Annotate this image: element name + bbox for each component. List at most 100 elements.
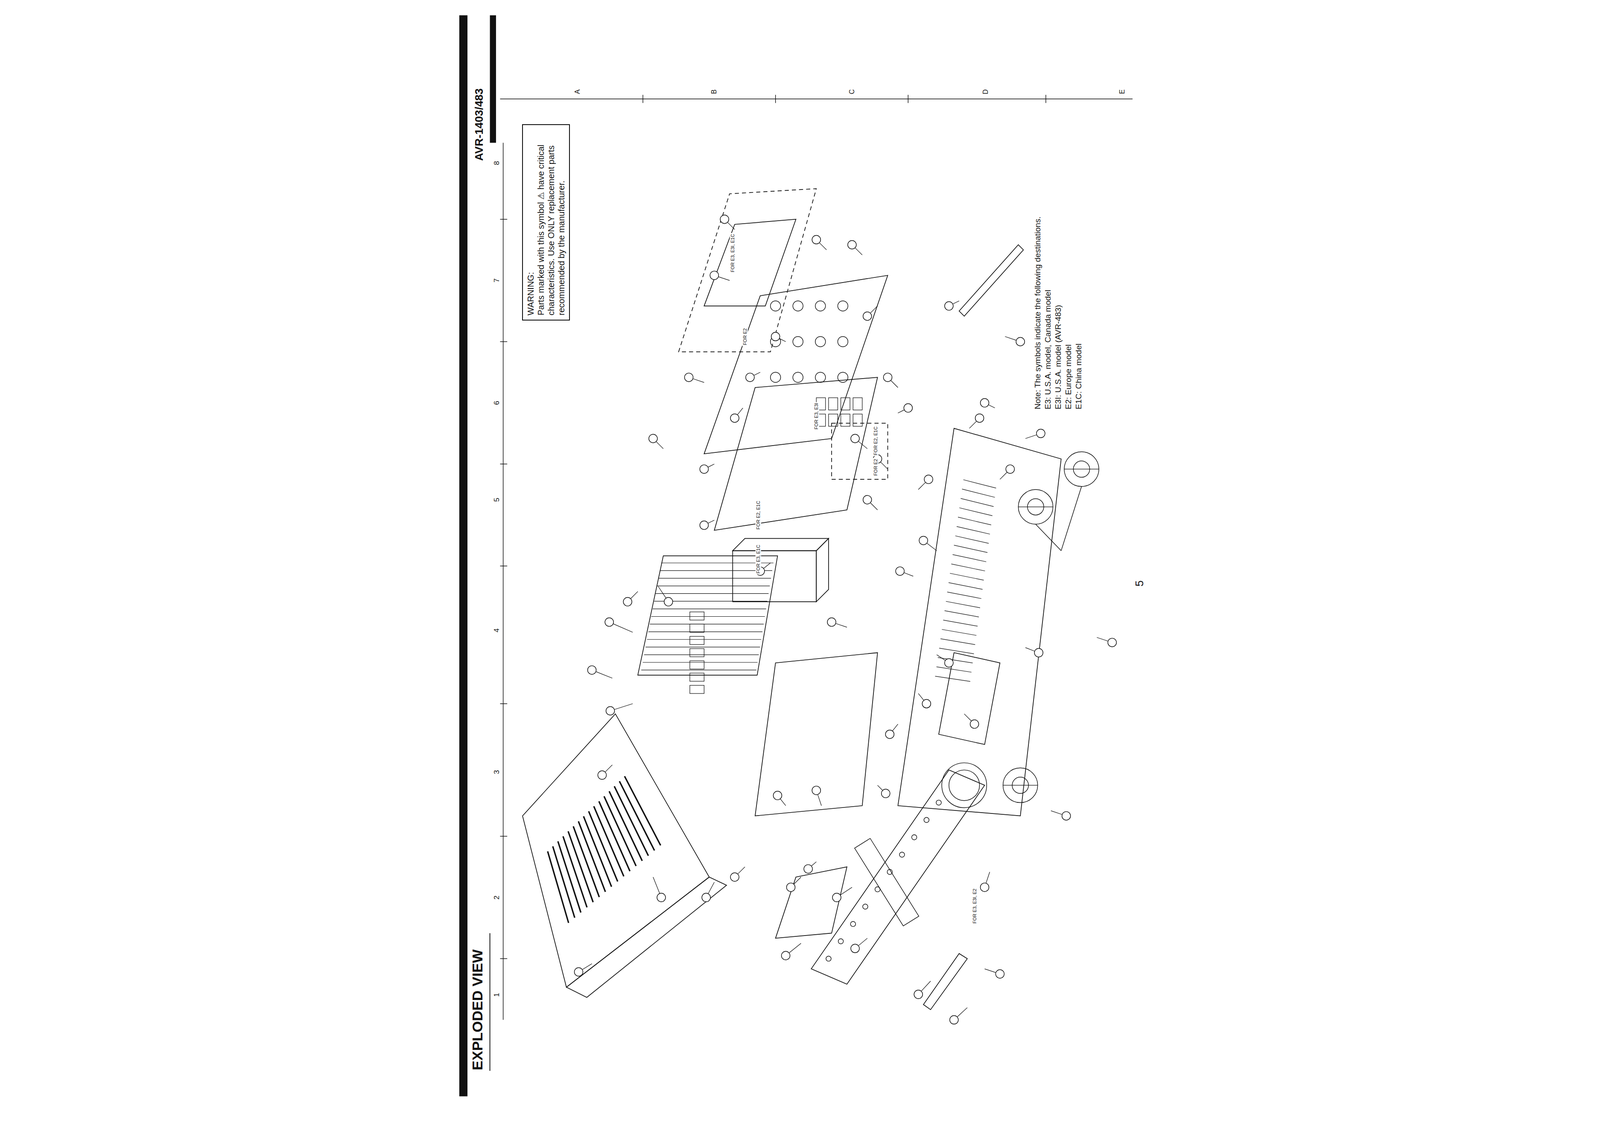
callout-circle bbox=[980, 398, 989, 408]
warning-text: Parts marked with this symbol ⚠ have cri… bbox=[535, 129, 567, 316]
leader-line bbox=[840, 887, 853, 896]
top-cover bbox=[522, 714, 710, 988]
callout-circle bbox=[832, 893, 841, 903]
callout-circle bbox=[1036, 429, 1046, 438]
leader-line bbox=[1004, 336, 1017, 341]
header-bar bbox=[490, 15, 497, 144]
power-transistor bbox=[689, 660, 704, 669]
transformer-top bbox=[732, 538, 829, 552]
dashed-inset bbox=[831, 423, 888, 480]
callout-circle bbox=[604, 618, 614, 627]
terminal bbox=[852, 397, 863, 411]
callout-circle bbox=[771, 332, 780, 342]
jack bbox=[792, 336, 803, 348]
chassis-vent bbox=[935, 676, 971, 682]
power-transistor bbox=[689, 673, 704, 682]
front-board bbox=[755, 652, 878, 816]
callout-circle bbox=[922, 699, 931, 709]
destination-note: E1C: China model bbox=[1074, 342, 1084, 411]
leader-line bbox=[656, 441, 664, 449]
chassis-vent bbox=[936, 666, 972, 673]
grid-letter: D bbox=[981, 88, 990, 96]
callout-circle bbox=[944, 301, 954, 311]
chassis-vent bbox=[960, 498, 994, 507]
callout-circle bbox=[944, 658, 954, 668]
callout-circle bbox=[811, 235, 821, 245]
panel-button bbox=[862, 904, 868, 910]
chassis-vent bbox=[944, 610, 979, 618]
leader-line bbox=[614, 703, 633, 710]
grid-tick bbox=[499, 565, 508, 567]
warning-box: WARNING:Parts marked with this symbol ⚠ … bbox=[522, 124, 570, 321]
leader-line bbox=[877, 785, 883, 791]
grid-number: 5 bbox=[492, 497, 502, 503]
leader-line bbox=[789, 943, 801, 953]
chassis-vent bbox=[956, 526, 990, 535]
jack bbox=[837, 372, 848, 383]
callout-circle bbox=[895, 566, 905, 576]
grid-letter: B bbox=[710, 88, 719, 96]
leader-line bbox=[738, 867, 745, 874]
jack bbox=[792, 372, 803, 383]
leader-line bbox=[855, 248, 862, 255]
callout-circle bbox=[648, 434, 658, 443]
chassis-vent bbox=[947, 592, 982, 599]
callout-circle bbox=[1107, 638, 1117, 647]
callout-circle bbox=[1034, 648, 1043, 657]
callout-circle bbox=[684, 373, 694, 382]
grid-rule bbox=[502, 143, 504, 1021]
heatsink-fin bbox=[644, 654, 760, 655]
leader-line bbox=[817, 794, 822, 806]
grid-tick bbox=[499, 464, 508, 465]
panel-button bbox=[899, 852, 905, 858]
jack bbox=[770, 300, 781, 312]
cover-slot bbox=[604, 796, 637, 867]
power-transistor bbox=[689, 648, 704, 657]
leader-line bbox=[988, 405, 995, 409]
leader-line bbox=[999, 472, 1007, 480]
jack bbox=[815, 372, 826, 383]
grid-tick bbox=[1045, 94, 1046, 103]
grid-tick bbox=[499, 341, 508, 342]
leader-line bbox=[658, 586, 666, 599]
panel-button bbox=[923, 817, 929, 823]
leader-line bbox=[630, 591, 638, 599]
chassis-vent bbox=[962, 489, 996, 498]
power-transistor bbox=[689, 685, 704, 694]
model-header: AVR-1403/483 bbox=[472, 87, 486, 162]
callout-circle bbox=[699, 521, 709, 530]
panel-button bbox=[850, 921, 856, 927]
jack bbox=[837, 336, 848, 348]
volume-knob bbox=[948, 770, 980, 801]
destination-note: E2: Europe model bbox=[1063, 343, 1074, 411]
destination-note: E3: U.S.A. model, Canada model bbox=[1043, 289, 1053, 411]
leader-line bbox=[904, 572, 914, 577]
leader-line bbox=[653, 877, 660, 894]
grid-number: 8 bbox=[492, 160, 502, 167]
variant-label: FOR E3, E3I, E2 bbox=[971, 887, 978, 925]
leader-line bbox=[986, 872, 990, 884]
callout-circle bbox=[730, 872, 739, 882]
callout-circle bbox=[701, 893, 711, 903]
callout-circle bbox=[811, 786, 821, 795]
display-window bbox=[854, 838, 919, 926]
cover-slot bbox=[568, 831, 593, 903]
grid-number: 6 bbox=[492, 400, 502, 406]
callout-circle bbox=[773, 791, 782, 800]
transformer bbox=[732, 550, 817, 602]
cover-slot bbox=[614, 786, 649, 856]
page-number: 5 bbox=[1133, 579, 1147, 588]
grid-tick bbox=[499, 836, 508, 837]
chassis bbox=[897, 428, 1061, 817]
cover-slot bbox=[583, 816, 612, 888]
cover-slot bbox=[619, 781, 655, 851]
callout-circle bbox=[745, 373, 755, 382]
terminal bbox=[828, 414, 838, 427]
jack bbox=[815, 336, 826, 348]
chassis-vent bbox=[955, 536, 989, 544]
leader-line bbox=[952, 300, 959, 304]
chassis-vent bbox=[963, 479, 997, 489]
leader-line bbox=[858, 441, 868, 449]
leader-line bbox=[780, 799, 786, 806]
